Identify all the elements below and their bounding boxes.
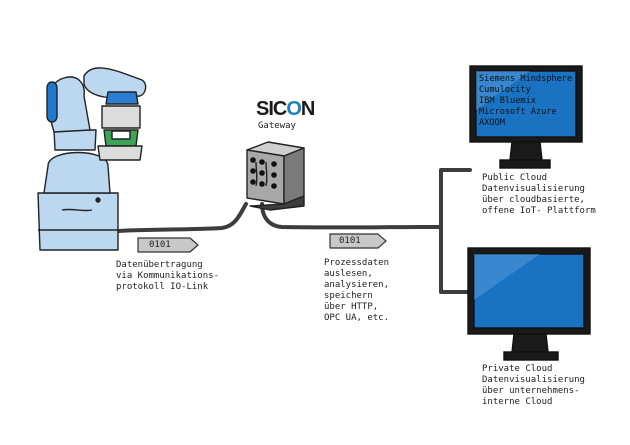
platform-item: Cumulocity bbox=[479, 85, 531, 95]
public-cloud-caption-line: über cloudbasierte, bbox=[482, 195, 585, 205]
process-caption-line: OPC UA, etc. bbox=[324, 313, 390, 323]
logo-text-3: N bbox=[300, 98, 315, 120]
platform-item: Microsoft Azure bbox=[479, 107, 557, 117]
cable-gateway-to-network bbox=[260, 202, 443, 230]
platform-item: AXOOM bbox=[479, 118, 505, 128]
private-cloud-caption-line: Datenvisualisierung bbox=[482, 375, 585, 385]
robot-caption-line: via Kommunikations- bbox=[116, 271, 219, 281]
data-tag-2 bbox=[329, 233, 387, 249]
public-cloud-caption-line: Datenvisualisierung bbox=[482, 184, 585, 194]
process-caption-line: Prozessdaten bbox=[324, 258, 390, 268]
robot-caption-line: protokoll IO-Link bbox=[116, 282, 209, 292]
robot-arm bbox=[37, 67, 147, 251]
gateway-subtitle: Gateway bbox=[258, 121, 296, 131]
process-caption-line: über HTTP, bbox=[324, 302, 379, 312]
data-tag-1 bbox=[137, 237, 199, 253]
gateway-logo: SICON bbox=[256, 98, 315, 121]
gateway-device bbox=[246, 141, 305, 211]
cable-to-public-cloud bbox=[439, 168, 472, 229]
data-tag-2-text: 0101 bbox=[339, 236, 361, 246]
public-cloud-monitor bbox=[469, 65, 583, 169]
process-caption-line: analysieren, bbox=[324, 280, 390, 290]
public-cloud-caption-line: Public Cloud bbox=[482, 173, 548, 183]
private-cloud-caption-line: interne Cloud bbox=[482, 397, 553, 407]
logo-text-o: O bbox=[286, 98, 302, 120]
process-caption-line: auslesen, bbox=[324, 269, 373, 279]
robot-caption-line: Datenübertragung bbox=[116, 260, 203, 270]
process-caption-line: speichern bbox=[324, 291, 373, 301]
private-cloud-caption-line: Private Cloud bbox=[482, 364, 553, 374]
platform-item: Siemens Mindsphere bbox=[479, 74, 573, 84]
private-cloud-monitor bbox=[467, 247, 591, 361]
cables bbox=[116, 168, 474, 294]
logo-text-1: SIC bbox=[256, 98, 287, 120]
data-tag-1-text: 0101 bbox=[149, 240, 171, 250]
cable-robot-to-gateway bbox=[116, 202, 248, 233]
cable-to-private-cloud bbox=[439, 225, 474, 294]
private-cloud-caption-line: über unternehmens- bbox=[482, 386, 580, 396]
platform-item: IBM Bluemix bbox=[479, 96, 536, 106]
public-cloud-caption-line: offene IoT- Plattform bbox=[482, 206, 596, 216]
